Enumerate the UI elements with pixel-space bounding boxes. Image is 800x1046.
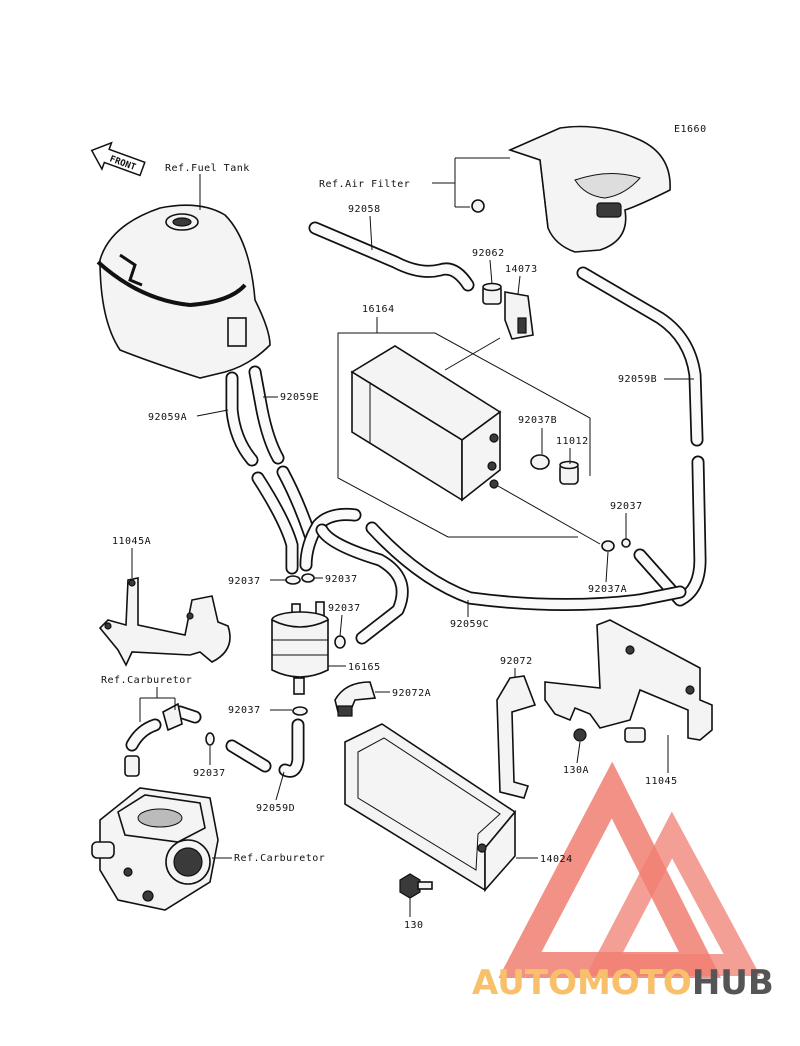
- front-arrow-icon: FRONT: [90, 141, 146, 177]
- clamp-92037-mid: [334, 635, 346, 649]
- hose-92058: [308, 221, 475, 292]
- watermark-text-part2: HUB: [692, 963, 774, 1003]
- clamp-92037-left-pair: [285, 573, 315, 585]
- label-92058: 92058: [348, 204, 381, 215]
- label-92059D: 92059D: [256, 803, 295, 814]
- clamp-92037-low: [292, 706, 308, 716]
- label-92059C: 92059C: [450, 619, 489, 630]
- label-92062: 92062: [472, 248, 505, 259]
- label-92059E: 92059E: [280, 392, 319, 403]
- bracket-11045A: [98, 577, 231, 667]
- clamp-92037B: [530, 454, 550, 470]
- label-130A: 130A: [563, 765, 589, 776]
- label-92059B: 92059B: [618, 374, 657, 385]
- label-ref-air-filter: Ref.Air Filter: [319, 179, 410, 190]
- fitting-92062: [482, 282, 502, 305]
- label-11045: 11045: [645, 776, 678, 787]
- hose-92059E: [248, 365, 317, 542]
- bracket-11045: [544, 619, 713, 743]
- label-ref-carburetor-top: Ref.Carburetor: [101, 675, 192, 686]
- label-92037-left-b: 92037: [325, 574, 358, 585]
- label-92072: 92072: [500, 656, 533, 667]
- clamp-92037A: [601, 540, 615, 552]
- label-92059A: 92059A: [148, 412, 187, 423]
- label-92037-right: 92037: [610, 501, 643, 512]
- clamp-92037-right: [621, 538, 631, 548]
- carburetor-fitting: [124, 702, 202, 777]
- fuel-filter-16165: [271, 601, 329, 695]
- label-92037-mid: 92037: [328, 603, 361, 614]
- pipe-short: [225, 739, 272, 773]
- label-ref-carburetor-bottom: Ref.Carburetor: [234, 853, 325, 864]
- fuel-tank: [96, 204, 271, 379]
- bolt-130: [399, 873, 433, 899]
- watermark-logo: [498, 761, 761, 978]
- bracket-14073: [504, 291, 534, 340]
- hose-92059D: [278, 718, 305, 778]
- label-14024: 14024: [540, 854, 573, 865]
- label-92037A: 92037A: [588, 584, 627, 595]
- clamp-92072A: [334, 681, 377, 717]
- air-filter-box: [471, 125, 671, 253]
- label-11012: 11012: [556, 436, 589, 447]
- label-16165: 16165: [348, 662, 381, 673]
- cover-14024: [344, 723, 517, 893]
- strap-92072: [496, 675, 537, 799]
- canister-16164: [350, 345, 601, 545]
- clamp-92037-under: [205, 732, 215, 746]
- label-130: 130: [404, 920, 424, 931]
- label-11045A: 11045A: [112, 536, 151, 547]
- watermark-text: AUTOMOTOHUB: [472, 963, 774, 1003]
- label-92037-low: 92037: [228, 705, 261, 716]
- diagram-code: E1660: [674, 124, 707, 135]
- label-14073: 14073: [505, 264, 538, 275]
- label-16164: 16164: [362, 304, 395, 315]
- cap-11012: [559, 460, 579, 485]
- hose-92059A: [225, 371, 299, 575]
- hose-92059B: [576, 266, 707, 607]
- label-ref-fuel-tank: Ref.Fuel Tank: [165, 163, 250, 174]
- watermark-text-part1: AUTOMOTO: [472, 963, 692, 1003]
- label-92037-left: 92037: [228, 576, 261, 587]
- label-92037-under: 92037: [193, 768, 226, 779]
- hose-92059C: [299, 508, 687, 645]
- label-92037B: 92037B: [518, 415, 557, 426]
- label-92072A: 92072A: [392, 688, 431, 699]
- carburetor-body: [91, 787, 219, 911]
